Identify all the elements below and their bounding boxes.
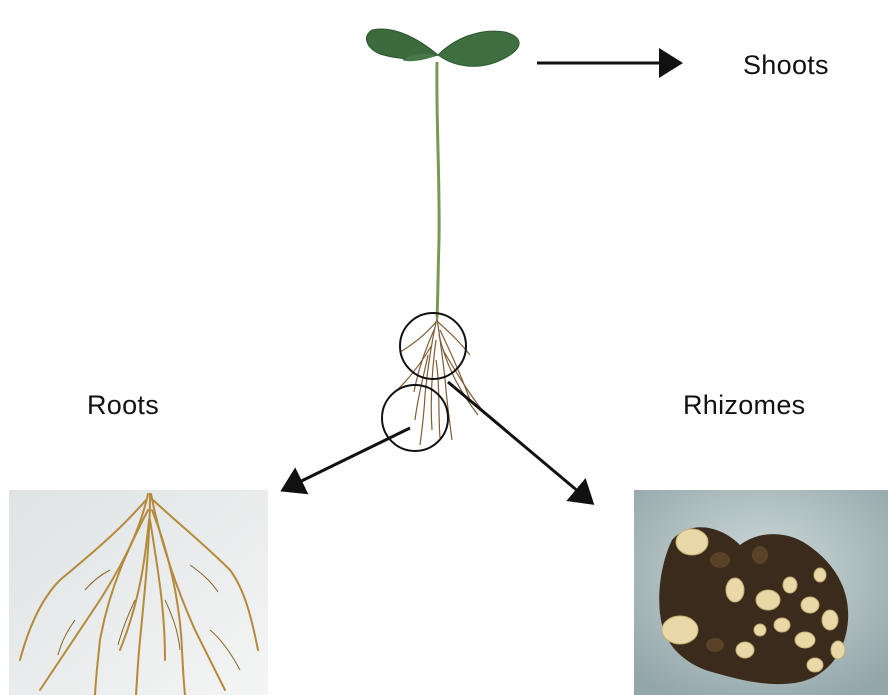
roots-photo [9,490,268,695]
arrow-to-roots [283,428,410,490]
arrow-to-rhizomes [448,382,592,503]
root-mass [395,318,482,445]
label-rhizomes: Rhizomes [683,390,805,421]
leaf-right [438,31,519,66]
rhizomes-photo [634,490,888,695]
seedling-plant [366,29,519,451]
label-shoots: Shoots [743,50,829,81]
stem [437,62,439,318]
label-roots: Roots [87,390,159,421]
